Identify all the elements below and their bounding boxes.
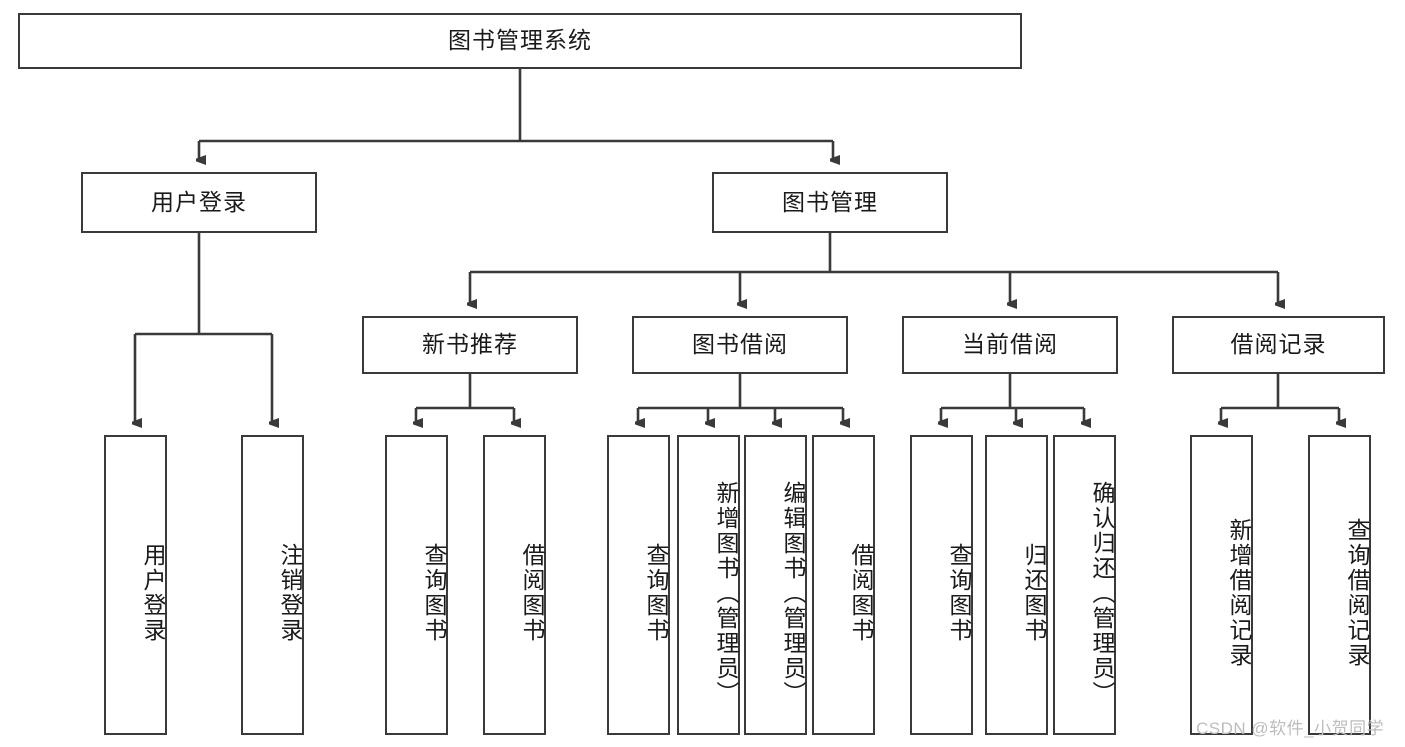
leaf-add-book[interactable]: 新增图书（管理员） [677, 435, 740, 735]
node-user-login[interactable]: 用户登录 [81, 172, 317, 233]
leaf-add-book-label: 新增图书（管理员） [713, 480, 739, 706]
node-new-book-rec[interactable]: 新书推荐 [362, 316, 578, 374]
leaf-query-book-3[interactable]: 查询图书 [910, 435, 973, 735]
edge-group-current-borrow [941, 374, 1084, 423]
leaf-query-record-label: 查询借阅记录 [1344, 518, 1370, 668]
edge-group-book-borrow [638, 374, 843, 423]
leaf-edit-book-label: 编辑图书（管理员） [780, 480, 806, 706]
leaf-query-book-2[interactable]: 查询图书 [607, 435, 670, 735]
leaf-user-logout-label: 注销登录 [277, 543, 303, 643]
leaf-query-book-2-label: 查询图书 [643, 543, 669, 643]
leaf-add-record-label: 新增借阅记录 [1226, 518, 1252, 668]
csdn-watermark: CSDN @软件_小贺同学 [1196, 719, 1385, 738]
leaf-user-login[interactable]: 用户登录 [104, 435, 167, 735]
edge-group-borrow-record [1221, 374, 1339, 423]
node-current-borrow[interactable]: 当前借阅 [902, 316, 1118, 374]
leaf-user-login-label: 用户登录 [140, 543, 166, 643]
leaf-borrow-book-2[interactable]: 借阅图书 [812, 435, 875, 735]
leaf-return-book-label: 归还图书 [1021, 543, 1047, 643]
leaf-confirm-return[interactable]: 确认归还（管理员） [1053, 435, 1116, 735]
node-book-borrow-label: 图书借阅 [692, 331, 788, 358]
leaf-query-book-1[interactable]: 查询图书 [385, 435, 448, 735]
node-root-label: 图书管理系统 [448, 27, 592, 54]
leaf-user-logout[interactable]: 注销登录 [241, 435, 304, 735]
leaf-query-book-1-label: 查询图书 [421, 543, 447, 643]
node-book-manage-label: 图书管理 [782, 188, 878, 215]
edge-group-book-manage [470, 233, 1278, 304]
node-user-login-label: 用户登录 [151, 188, 247, 215]
leaf-query-book-3-label: 查询图书 [946, 543, 972, 643]
leaf-borrow-book-1[interactable]: 借阅图书 [483, 435, 546, 735]
leaf-add-record[interactable]: 新增借阅记录 [1190, 435, 1253, 735]
leaf-query-record[interactable]: 查询借阅记录 [1308, 435, 1371, 735]
leaf-borrow-book-2-label: 借阅图书 [848, 543, 874, 643]
leaf-borrow-book-1-label: 借阅图书 [519, 543, 545, 643]
node-current-borrow-label: 当前借阅 [962, 331, 1058, 358]
leaf-return-book[interactable]: 归还图书 [985, 435, 1048, 735]
leaf-confirm-return-label: 确认归还（管理员） [1089, 480, 1115, 706]
node-book-borrow[interactable]: 图书借阅 [632, 316, 848, 374]
node-borrow-record[interactable]: 借阅记录 [1172, 316, 1385, 374]
node-new-book-rec-label: 新书推荐 [422, 331, 518, 358]
edge-group-user-login [135, 233, 272, 423]
leaf-edit-book[interactable]: 编辑图书（管理员） [744, 435, 807, 735]
edge-group-root [199, 69, 833, 160]
edge-group-new-book-rec [416, 374, 514, 423]
node-book-manage[interactable]: 图书管理 [712, 172, 948, 233]
node-root[interactable]: 图书管理系统 [18, 13, 1022, 69]
node-borrow-record-label: 借阅记录 [1230, 331, 1327, 358]
